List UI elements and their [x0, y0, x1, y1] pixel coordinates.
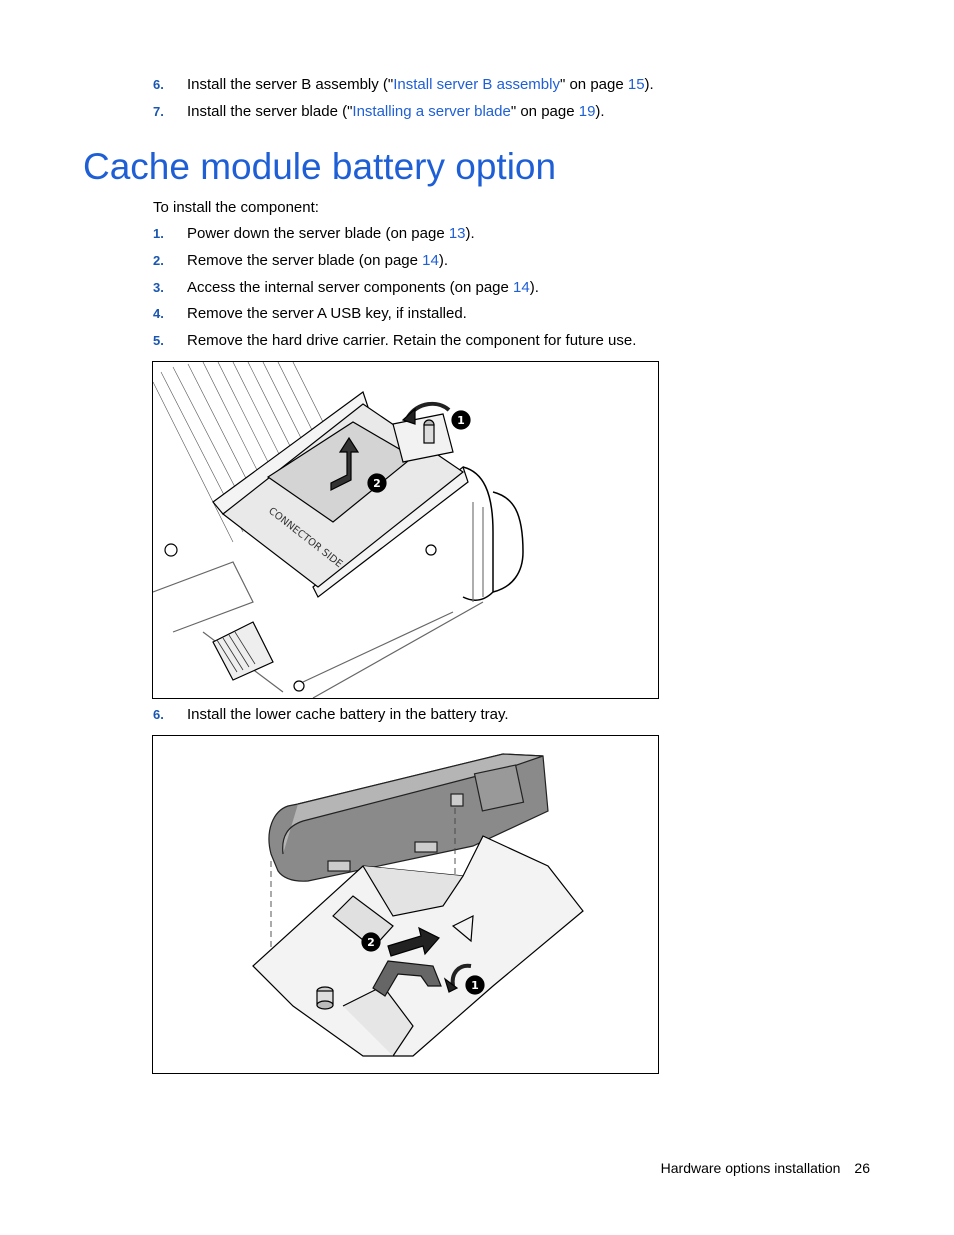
link-page-13[interactable]: 13: [448, 225, 466, 242]
list-item-top-7: 7. Install the server blade ("Installing …: [153, 101, 605, 123]
battery-tray-illustration: 2 1: [252, 753, 584, 1057]
link-installing-server-blade[interactable]: Installing a server blade: [352, 103, 511, 120]
link-page-14[interactable]: 14: [422, 252, 439, 269]
step-text: Remove the server blade (on page: [187, 252, 423, 269]
step-text: Remove the server A USB key, if installe…: [187, 305, 467, 322]
step-text-end: ).: [644, 76, 654, 93]
step-text: Install the server B assembly (": [187, 76, 394, 93]
list-item-2: 2. Remove the server blade (on page 14).: [153, 250, 448, 272]
step-text: Remove the hard drive carrier. Retain th…: [187, 332, 637, 349]
step-number: 2.: [153, 253, 164, 268]
step-number: 1.: [153, 226, 164, 241]
step-text: Install the server blade (": [187, 103, 353, 120]
callout-2-label: 2: [373, 477, 381, 490]
list-item-5: 5. Remove the hard drive carrier. Retain …: [153, 330, 636, 352]
link-page-14b[interactable]: 14: [513, 279, 530, 296]
link-page-15[interactable]: 15: [627, 76, 645, 93]
step-number: 3.: [153, 280, 164, 295]
callout-1-label: 1: [457, 414, 465, 427]
step-number: 6.: [153, 77, 164, 92]
link-install-server-b[interactable]: Install server B assembly: [393, 76, 560, 93]
section-title: Cache module battery option: [83, 146, 557, 187]
step-text: Install the lower cache battery in the b…: [187, 706, 509, 723]
step-number: 4.: [153, 306, 164, 321]
list-item-3: 3. Access the internal server components …: [153, 277, 539, 299]
list-item-6: 6. Install the lower cache battery in the…: [153, 704, 509, 726]
link-page-19[interactable]: 19: [578, 103, 596, 120]
step-text-mid: " on page: [510, 103, 579, 120]
footer-section-title: Hardware options installation: [660, 1160, 841, 1176]
step-text: Access the internal server components (o…: [187, 279, 514, 296]
step-number: 7.: [153, 104, 164, 119]
intro-text: To install the component:: [153, 199, 319, 216]
step-text-mid: " on page: [559, 76, 628, 93]
figure-drive-carrier-removal: 1 2 CONNECTOR SIDE: [152, 361, 659, 699]
page-footer: Hardware options installation 26: [661, 1157, 870, 1179]
step-text-end: ).: [595, 103, 605, 120]
step-text-end: ).: [438, 252, 448, 269]
list-item-4: 4. Remove the server A USB key, if instal…: [153, 303, 467, 325]
callout-1-label: 1: [471, 979, 479, 992]
step-text-end: ).: [529, 279, 539, 296]
list-item-1: 1. Power down the server blade (on page 1…: [153, 223, 475, 245]
callout-2-label: 2: [367, 936, 375, 949]
step-text-end: ).: [465, 225, 475, 242]
step-number: 6.: [153, 707, 164, 722]
figure-battery-install: 2 1: [152, 735, 659, 1074]
page-number: 26: [854, 1160, 870, 1176]
step-text: Power down the server blade (on page: [187, 225, 449, 242]
step-number: 5.: [153, 333, 164, 348]
drive-carrier-illustration: 1 2 CONNECTOR SIDE: [153, 362, 524, 698]
list-item-top-6: 6. Install the server B assembly ("Instal…: [153, 74, 654, 96]
